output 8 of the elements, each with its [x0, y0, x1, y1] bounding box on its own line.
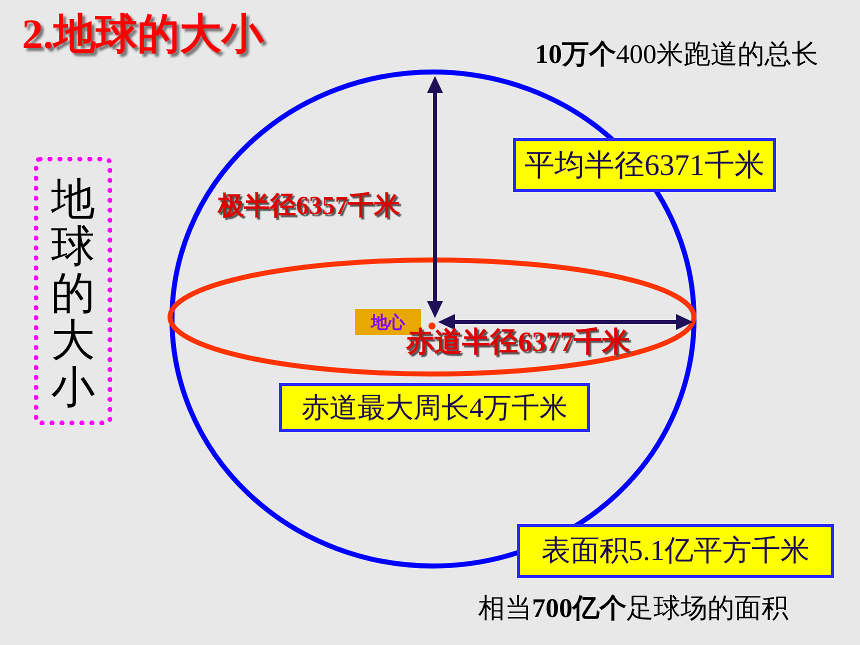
dotted-frame: 地球的大小: [34, 157, 112, 425]
note-text: 10万个400米跑道的总长: [535, 38, 818, 70]
note-text: 相当700亿个足球场的面积: [478, 592, 788, 624]
title: 2.地球的大小: [22, 11, 264, 60]
info-box: 平均半径6371千米: [513, 138, 776, 192]
info-box: 表面积5.1亿平方千米: [517, 524, 834, 578]
dimension-label: 极半径6357千米: [218, 190, 400, 222]
info-box: 赤道最大周长4万千米: [279, 383, 590, 432]
